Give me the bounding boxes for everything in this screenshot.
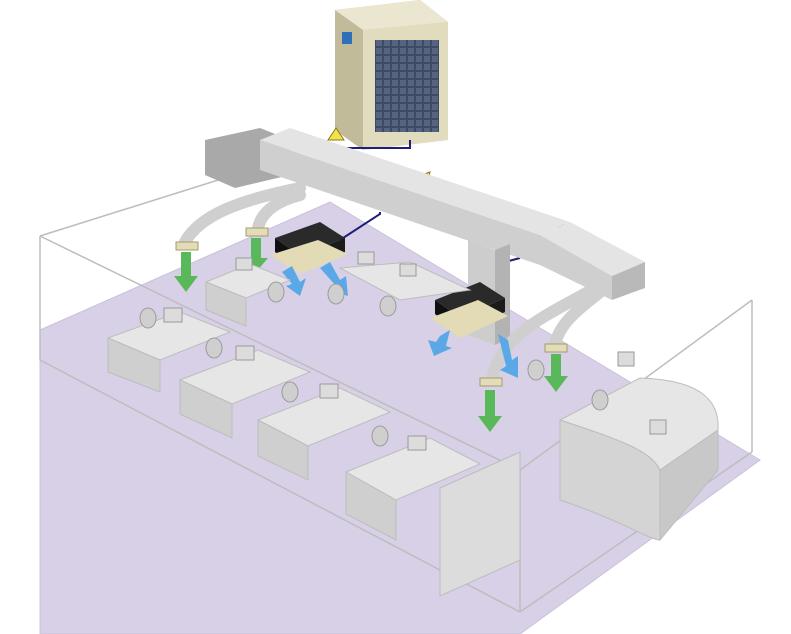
chair	[591, 389, 609, 411]
monitor-icon	[235, 345, 255, 361]
branch-ducts	[179, 182, 606, 386]
conditioned-air-arrows	[282, 262, 518, 378]
chair	[371, 425, 389, 447]
chair	[205, 337, 223, 359]
ceiling-diffusers	[175, 227, 568, 387]
desk	[205, 281, 247, 327]
chair	[281, 381, 299, 403]
chair	[527, 359, 545, 381]
desk	[107, 337, 161, 393]
desk	[179, 379, 233, 439]
computer-monitors	[163, 251, 667, 451]
chair	[139, 307, 157, 329]
monitor-icon	[163, 307, 183, 323]
monitor-icon	[649, 419, 667, 435]
chair	[327, 283, 345, 305]
monitor-icon	[357, 251, 375, 265]
partition-panel	[439, 451, 521, 597]
monitor-icon	[407, 435, 427, 451]
down-arrow-icon	[174, 252, 198, 292]
desk	[257, 419, 309, 481]
monitor-icon	[399, 263, 417, 277]
fan-grille-icon	[375, 40, 439, 132]
diagonal-arrow-icon	[282, 266, 306, 296]
chair	[379, 295, 397, 317]
office-chairs	[139, 281, 609, 447]
brand-logo-icon	[342, 32, 352, 44]
indoor-unit-right	[430, 282, 508, 338]
monitor-icon	[235, 257, 253, 271]
diagonal-arrow-icon	[428, 330, 452, 356]
flow-direction-arrow-icon	[327, 127, 345, 141]
chair	[267, 281, 285, 303]
monitor-icon	[319, 383, 339, 399]
desk	[345, 471, 397, 541]
ventilation-duct	[205, 128, 645, 345]
diagonal-arrow-icon	[498, 334, 518, 378]
monitor-icon	[617, 351, 635, 367]
down-arrow-icon	[544, 354, 568, 392]
office-desks	[106, 261, 482, 541]
down-arrow-icon	[478, 390, 502, 432]
desk	[338, 261, 472, 301]
indoor-unit-left	[270, 222, 348, 274]
outdoor-unit	[335, 0, 448, 150]
